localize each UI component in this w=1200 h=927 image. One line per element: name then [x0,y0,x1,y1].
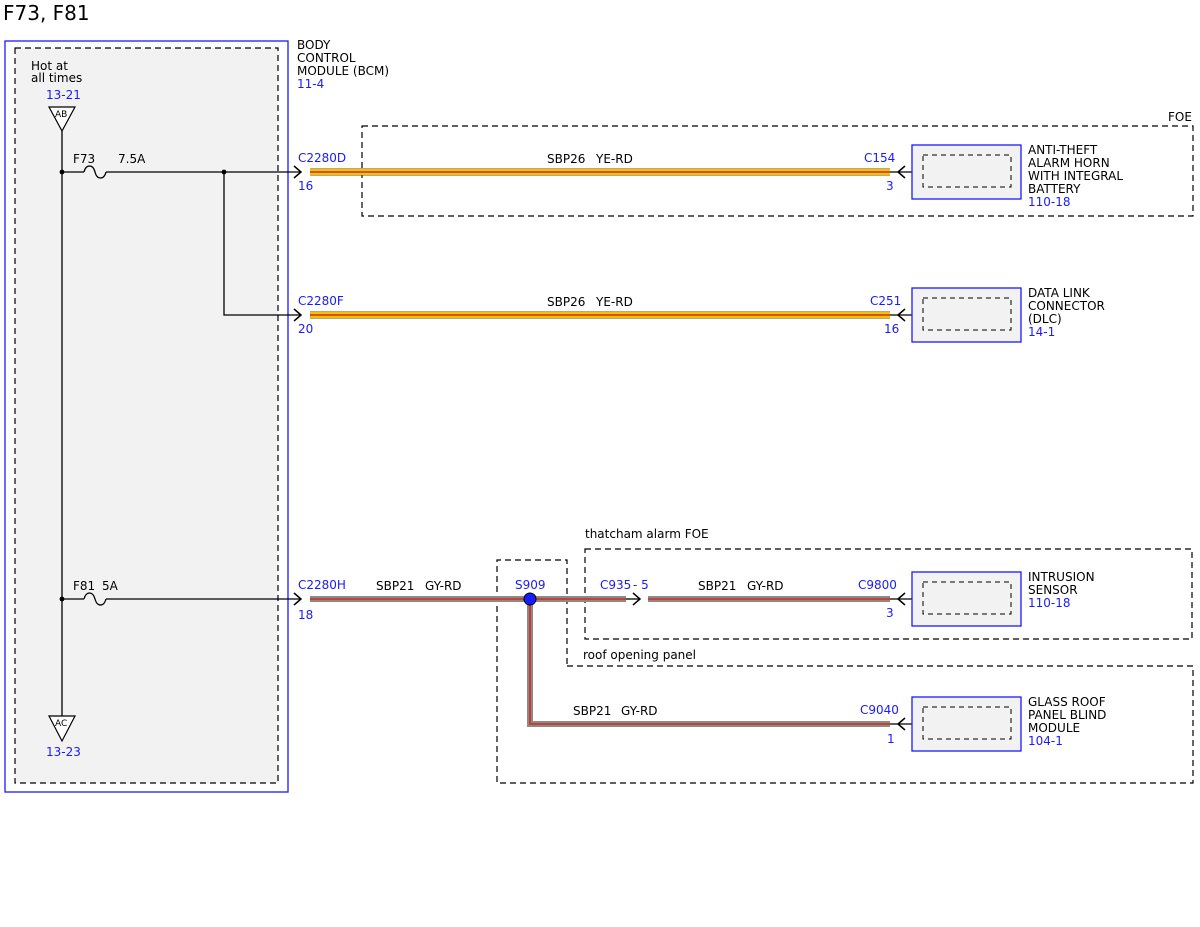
foe-option-boundary [361,125,1194,217]
c2-circuit: SBP26 [547,295,585,309]
dlc-name-1: DATA LINK [1028,286,1091,300]
top-feed-ref[interactable]: 13-21 [46,88,81,102]
glassroof-component[interactable] [911,696,1022,752]
connector-arrow-icon [896,592,906,606]
connector-arrow-icon [293,308,303,322]
dlc-component[interactable] [911,287,1022,343]
c3-circuit: SBP21 [376,579,414,593]
page-title: F73, F81 [3,1,90,25]
splice-dot-icon[interactable] [523,592,537,606]
intrusion-component[interactable] [911,571,1022,627]
bcm-module-outline [4,40,289,793]
intrusion-inner [922,581,1012,615]
glassroof-ref[interactable]: 104-1 [1028,734,1063,748]
glassroof-name-2: PANEL BLIND [1028,708,1106,722]
bcm-name-line-2: CONTROL [297,51,356,65]
bcm-ref[interactable]: 11-4 [297,77,324,91]
c4-circuit: SBP21 [698,579,736,593]
dlc-ref[interactable]: 14-1 [1028,325,1055,339]
glassroof-name-1: GLASS ROOF [1028,695,1106,709]
connector-arrow-icon [896,717,906,731]
c3-connector[interactable]: C2280H [298,578,346,592]
f73-branch-dlc [223,172,300,316]
connector-arrow-icon [896,165,906,179]
c2-pin: 20 [298,322,313,336]
horn-ref[interactable]: 110-18 [1028,195,1071,209]
hot-line-2: all times [31,71,82,85]
c3-color: GY-RD [425,579,462,593]
horn-inner [922,154,1012,188]
c5-color: GY-RD [621,704,658,718]
f81-rating: 5A [102,579,119,593]
c2-color: YE-RD [595,295,633,309]
c1-dest-connector[interactable]: C154 [864,151,895,165]
c4-color: GY-RD [747,579,784,593]
hot-line-1: Hot at [31,59,68,73]
roof-option-boundary [496,559,1194,784]
glassroof-name-3: MODULE [1028,721,1080,735]
connector-arrow-icon [293,592,303,606]
c3-pin: 18 [298,608,313,622]
c5-circuit: SBP21 [573,704,611,718]
c1-dest-pin: 3 [886,179,894,193]
feed-in-triangle-icon [47,106,77,133]
f81-name: F81 [73,579,95,593]
connector-arrow-icon [293,165,303,179]
intrusion-name-2: SENSOR [1028,583,1078,597]
c4-dest-connector[interactable]: C9800 [858,578,897,592]
f73-name: F73 [73,152,95,166]
splice-label[interactable]: S909 [515,578,546,592]
horn-name-2: ALARM HORN [1028,156,1110,170]
dlc-name-3: (DLC) [1028,312,1062,326]
c5-dest-pin: 1 [887,732,895,746]
connector-arrow-icon [632,592,642,606]
bottom-feed-ref[interactable]: 13-23 [46,745,81,759]
bcm-fuse-box [14,47,279,784]
c1-circuit: SBP26 [547,152,585,166]
c2-dest-connector[interactable]: C251 [870,294,901,308]
bcm-name-line-1: BODY [297,38,331,52]
horn-name-4: BATTERY [1028,182,1081,196]
roof-label: roof opening panel [583,648,696,662]
c1-color: YE-RD [595,152,633,166]
intrusion-ref[interactable]: 110-18 [1028,596,1071,610]
fuse-icon [83,165,107,179]
horn-name-1: ANTI-THEFT [1028,143,1098,157]
dlc-name-2: CONNECTOR [1028,299,1105,313]
c2-connector[interactable]: C2280F [298,294,344,308]
connector-arrow-icon [896,308,906,322]
c1-pin: 16 [298,179,313,193]
horn-name-3: WITH INTEGRAL [1028,169,1123,183]
c1-connector[interactable]: C2280D [298,151,346,165]
wire-gy-rd-stripe [529,599,890,725]
c2-dest-pin: 16 [884,322,899,336]
bcm-name-line-3: MODULE (BCM) [297,64,389,78]
c4-dest-pin: 3 [886,606,894,620]
c4-connector[interactable]: C935 [600,578,631,592]
fuse-icon [83,592,107,606]
glassroof-inner [922,706,1012,740]
thatcham-label: thatcham alarm FOE [585,527,709,541]
horn-component[interactable] [911,144,1022,200]
dlc-inner [922,297,1012,331]
c5-dest-connector[interactable]: C9040 [860,703,899,717]
intrusion-name-1: INTRUSION [1028,570,1095,584]
bottom-tag: AC [55,719,67,729]
top-tag: AB [55,110,67,120]
c4-pin: - 5 [633,578,649,592]
foe-label: FOE [1168,110,1192,124]
thatcham-option-boundary [584,548,1193,640]
f73-rating: 7.5A [118,152,146,166]
